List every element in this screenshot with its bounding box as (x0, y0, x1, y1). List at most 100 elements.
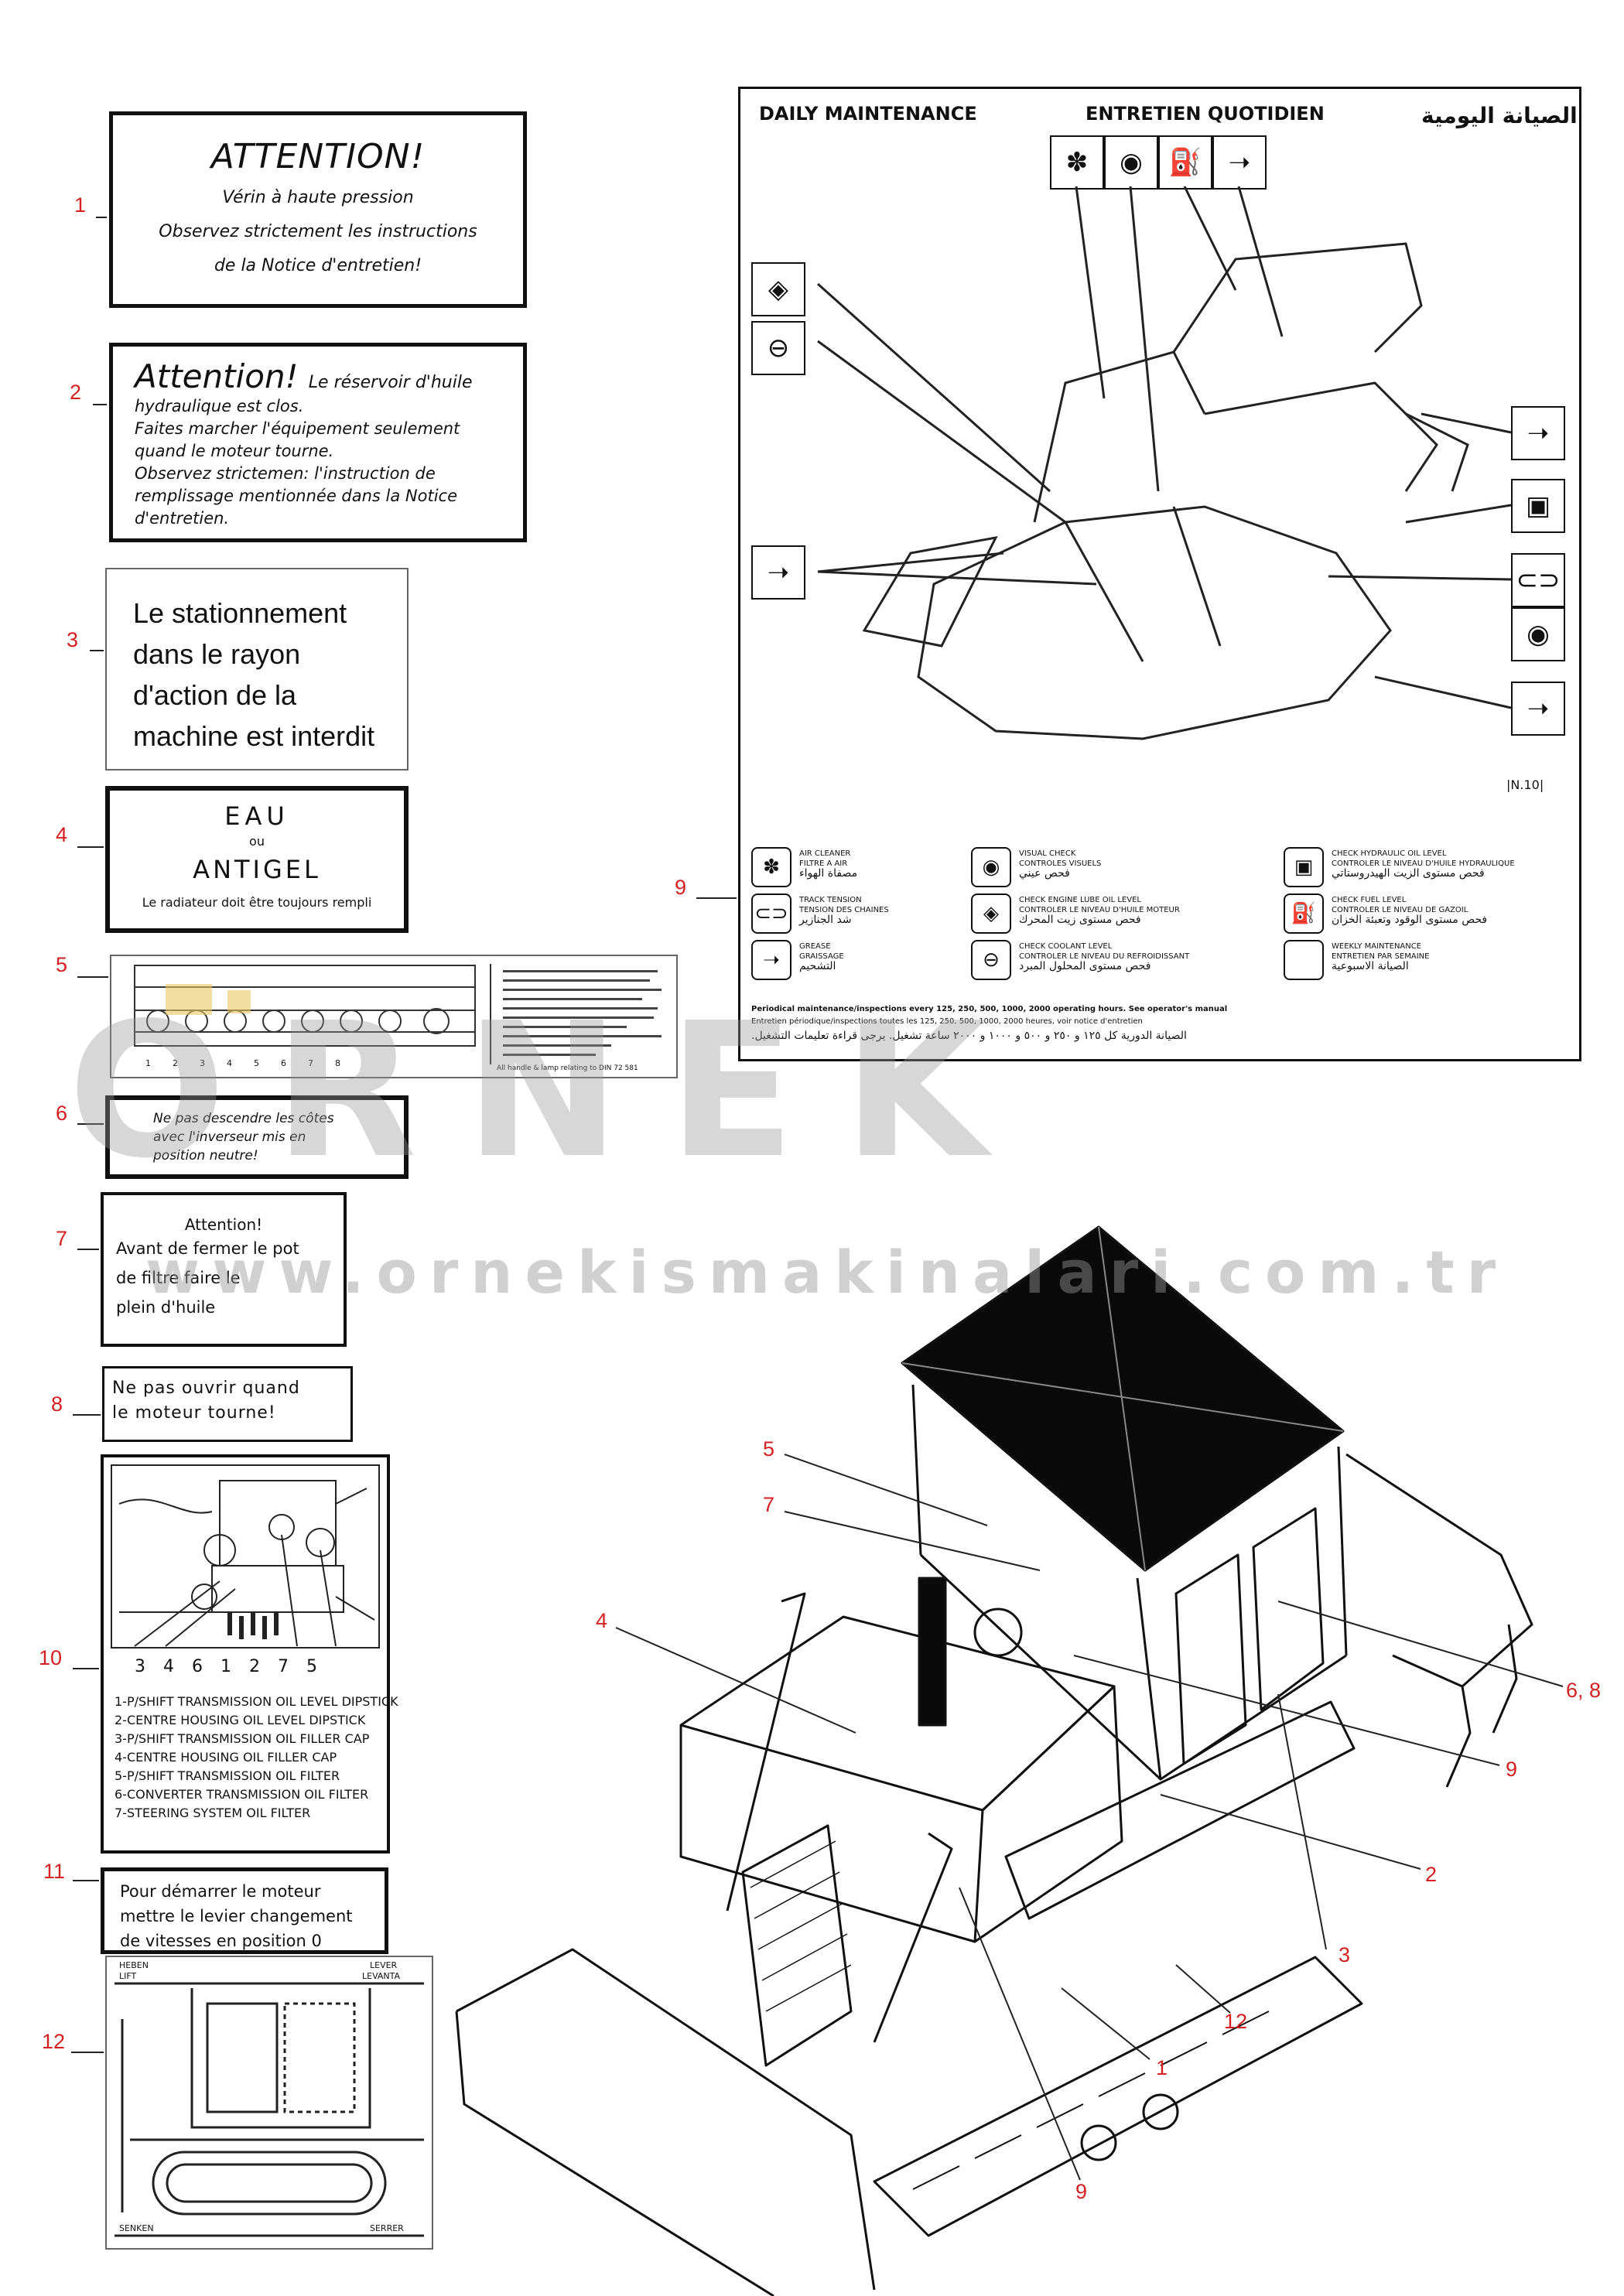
air-cleaner-icon: ✽ (751, 847, 791, 887)
lever-label: LEVER (370, 1960, 398, 1970)
legend-en: CHECK COOLANT LEVEL (1019, 942, 1113, 951)
decal-high-pressure-cylinder: ATTENTION! Vérin à haute pression Observ… (109, 111, 527, 308)
legend-en: TRACK TENSION (799, 896, 862, 904)
callout-9: 9 (675, 876, 687, 899)
legend-en: AIR CLEANER (799, 849, 851, 858)
leader-1 (96, 217, 107, 218)
decal-line: ou (249, 834, 265, 849)
lever-label: SERRER (370, 2223, 404, 2233)
legend-fr: CONTROLER LE NIVEAU D'HUILE HYDRAULIQUE (1332, 859, 1515, 868)
callout-1: 1 (74, 193, 87, 217)
eye-icon: ◉ (971, 847, 1011, 887)
legend-en: GREASE (799, 942, 831, 951)
decal-no-downhill-neutral: Ne pas descendre les côtes avec l'invers… (105, 1095, 409, 1179)
dozer-maintenance-drawing (817, 186, 1512, 740)
legend-fr: CONTROLER LE NIVEAU D'HUILE MOTEUR (1019, 906, 1180, 914)
machine-callout-4: 4 (596, 1609, 608, 1632)
panel-number: 4 (227, 1058, 254, 1068)
decal-line: plein d'huile (116, 1298, 216, 1317)
coolant-icon: ⊖ (751, 321, 805, 375)
decal-line: ANTIGEL (193, 855, 321, 884)
leader-11 (73, 1880, 99, 1881)
decal-line: de filtre faire le (116, 1269, 241, 1287)
callout-10: 10 (39, 1646, 63, 1669)
panel-number: 2 (173, 1058, 200, 1068)
decal-start-in-neutral: Pour démarrer le moteur mettre le levier… (101, 1867, 388, 1954)
machine-callout-1: 1 (1156, 2056, 1168, 2079)
decal-line: de la Notice d'entretien! (214, 256, 422, 275)
decal-line: Faites marcher l'équipement seulement (135, 419, 460, 438)
footer-arabic: الصيانة الدورية كل ١٢٥ و ٢٥٠ و ٥٠٠ و ١٠٠… (751, 1030, 1187, 1042)
decal-body: hydraulique est clos. Faites marcher l'é… (135, 395, 501, 530)
decal-line: dans le rayon (133, 638, 301, 670)
weekly-icon (1284, 940, 1324, 980)
panel-number: 1 (145, 1058, 173, 1068)
grease-icon: ➝ (751, 940, 791, 980)
decal-body: Avant de fermer le pot de filtre faire l… (104, 1234, 344, 1322)
legend-fr: TENSION DES CHAINES (799, 906, 889, 914)
leader-6 (77, 1123, 104, 1125)
callout-6: 6 (56, 1102, 68, 1125)
legend-ar: التشحيم (799, 960, 836, 972)
legend-ar: فحص مستوى زيت المحرك (1019, 914, 1141, 926)
decal-no-parking-zone: Le stationnement dans le rayon d'action … (105, 568, 409, 770)
callout-5: 5 (56, 953, 68, 976)
machine-callout-3: 3 (1339, 1943, 1351, 1966)
legend-ar: شد الجنازير (799, 914, 852, 926)
decal-body: Ne pas descendre les côtes avec l'invers… (153, 1109, 404, 1165)
callout-2: 2 (70, 381, 82, 404)
leader-8 (73, 1414, 101, 1416)
header-arabic: الصيانة اليومية (1421, 103, 1578, 128)
machine-callout-6-8: 6, 8 (1566, 1679, 1602, 1702)
leader-2 (93, 404, 107, 405)
legend-item: 6-CONVERTER TRANSMISSION OIL FILTER (115, 1787, 369, 1802)
decal-body: Ne pas ouvrir quand le moteur tourne! (112, 1376, 350, 1426)
control-panel-drawing (134, 964, 662, 1064)
eye-icon: ◉ (1511, 607, 1565, 661)
decal-line: Ne pas descendre les côtes (153, 1111, 334, 1126)
legend-item: 7-STEERING SYSTEM OIL FILTER (115, 1806, 311, 1820)
header-french: ENTRETIEN QUOTIDIEN (1086, 103, 1325, 125)
leader-10 (73, 1668, 99, 1669)
callout-12: 12 (42, 2030, 66, 2053)
legend-en: WEEKLY MAINTENANCE (1332, 942, 1422, 951)
leader-9 (696, 897, 737, 899)
decal-line: mettre le levier changement (120, 1907, 353, 1925)
decal-title: Attention! Le réservoir d'huile (135, 357, 501, 395)
decal-body: Vérin à haute pression Observez strictem… (113, 181, 523, 283)
legend-ar: الصيانة الاسبوعية (1332, 960, 1409, 972)
decal-fill-filter-before-closing: Attention! Avant de fermer le pot de fil… (101, 1192, 347, 1347)
lever-label: SENKEN (119, 2223, 154, 2233)
leader-7 (77, 1249, 99, 1250)
legend-item: 3-P/SHIFT TRANSMISSION OIL FILLER CAP (115, 1731, 370, 1746)
legend-en: VISUAL CHECK (1019, 849, 1076, 858)
legend-fr: FILTRE A AIR (799, 859, 848, 868)
reference-numbers: 3 4 6 1 2 7 5 (135, 1657, 323, 1676)
decal-transmission-service-points: 3 4 6 1 2 7 5 1-P/SHIFT TRANSMISSION OIL… (101, 1454, 398, 1854)
coolant-icon: ⊖ (971, 940, 1011, 980)
chart-code: |N.10| (1506, 777, 1544, 792)
decal-line: avec l'inverseur mis en (153, 1129, 306, 1145)
legend-item: 1-P/SHIFT TRANSMISSION OIL LEVEL DIPSTIC… (115, 1694, 398, 1709)
fuel-icon: ⛽ (1284, 893, 1324, 934)
footer-english: Periodical maintenance/inspections every… (751, 1005, 1228, 1013)
track-tension-icon: ⊂⊃ (1511, 553, 1565, 607)
transmission-drawing (111, 1464, 380, 1649)
hydraulic-oil-icon: ▣ (1511, 479, 1565, 533)
decal-water-antifreeze: EAU ou ANTIGEL Le radiateur doit être to… (105, 786, 409, 933)
machine-callout-9b: 9 (1075, 2180, 1088, 2203)
leader-12 (71, 2052, 104, 2053)
legend-ar: فحص مستوى الوقود وتعبئة الخزان (1332, 914, 1488, 926)
legend-ar: مصفاة الهواء (799, 867, 858, 880)
decal-line: machine est interdit (133, 720, 375, 752)
legend-fr: CONTROLER LE NIVEAU DU REFROIDISSANT (1019, 952, 1190, 961)
panel-number: 7 (308, 1058, 335, 1068)
panel-footer: All handle & lamp relating to DIN 72 581 (497, 1064, 638, 1072)
grease-icon: ➝ (751, 545, 805, 600)
